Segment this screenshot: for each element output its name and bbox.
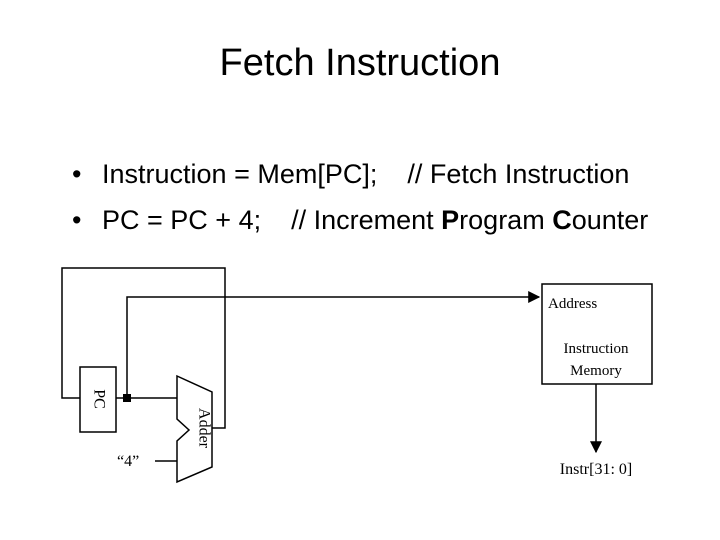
memory-address-label: Address (548, 296, 597, 312)
pc-register (79, 366, 117, 433)
slide-title: Fetch Instruction (219, 42, 501, 84)
pc-to-address-wire (126, 291, 541, 398)
instruction-output-label: Instr[31: 0] (560, 461, 632, 478)
memory-name-line1: Instruction (564, 341, 629, 357)
adder-to-pc-wire (61, 267, 226, 429)
bullet-dot: • (72, 159, 82, 189)
adder-label: Adder (195, 408, 212, 449)
bullet-list: • Instruction = Mem[PC]; // Fetch Instruct… (42, 128, 648, 235)
pc-label: PC (90, 389, 107, 409)
bullet-code: PC = PC + 4; (102, 205, 262, 235)
bullet-increment: • PC = PC + 4; // Increment Program Counte… (42, 174, 648, 235)
bullet-code: Instruction = Mem[PC]; (102, 159, 378, 189)
bullet-comment: // Fetch Instruction (407, 159, 630, 189)
bullet-fetch: • Instruction = Mem[PC]; // Fetch Instruct… (42, 128, 648, 189)
instruction-memory-box (541, 283, 653, 385)
constant-4-label: “4” (117, 453, 139, 470)
bullet-comment: // Increment Program Counter (291, 205, 649, 235)
memory-name-line2: Memory (570, 363, 622, 379)
bullet-dot: • (72, 205, 82, 235)
